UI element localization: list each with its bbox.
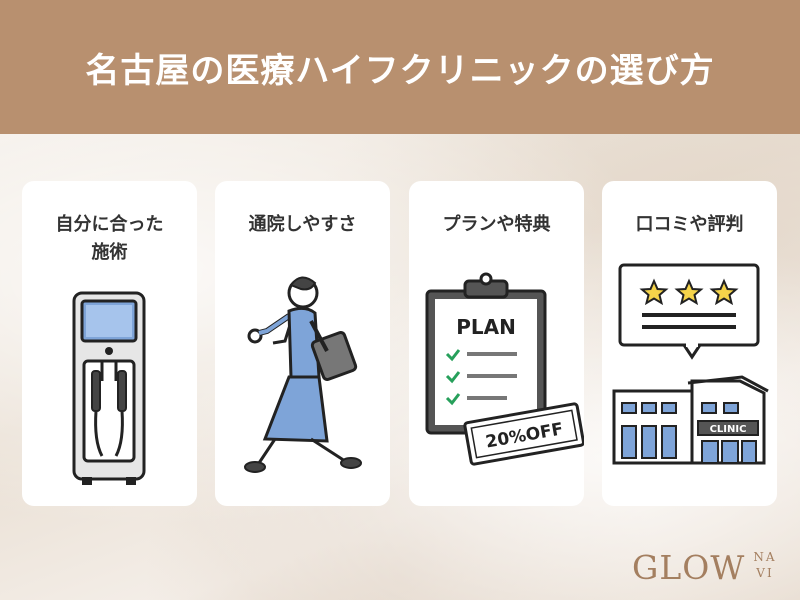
star-icon bbox=[674, 278, 704, 306]
star-icon bbox=[709, 278, 739, 306]
card-title: プランや特典 bbox=[442, 214, 551, 235]
reviews-clinic-illustration: CLINIC bbox=[612, 263, 769, 465]
card-title: 自分に合った 施術 bbox=[55, 214, 164, 263]
header-banner: 名古屋の医療ハイフクリニックの選び方 bbox=[0, 0, 800, 134]
card-accessibility: 通院しやすさ bbox=[215, 181, 390, 506]
plan-clipboard-illustration: PLAN 20%OFF bbox=[425, 272, 584, 466]
star-icon bbox=[639, 278, 669, 306]
plan-text: PLAN bbox=[456, 315, 516, 339]
glow-navi-logo: GLOW bbox=[632, 548, 746, 587]
card-suitable-treatment: 自分に合った 施術 bbox=[22, 181, 197, 506]
walking-woman-illustration bbox=[244, 276, 362, 473]
card-title: 口コミや評判 bbox=[635, 214, 744, 235]
card-reviews: 口コミや評判 CLINIC bbox=[602, 181, 777, 506]
clinic-sign-text: CLINIC bbox=[710, 424, 747, 435]
card-plans-perks: プランや特典 PLAN 20%OFF bbox=[409, 181, 584, 506]
hifu-machine-illustration bbox=[72, 291, 146, 485]
card-title: 通院しやすさ bbox=[248, 214, 357, 235]
glow-navi-logo-sub: NA VI bbox=[753, 550, 777, 580]
page-title: 名古屋の医療ハイフクリニックの選び方 bbox=[85, 50, 715, 91]
